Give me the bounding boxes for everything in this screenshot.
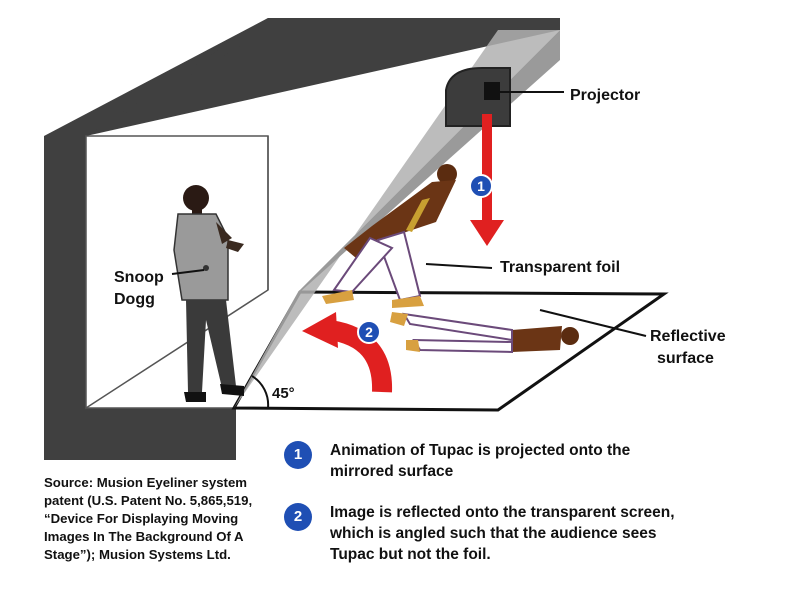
label-snoop-line1: Snoop (114, 269, 164, 286)
legend-2-text: Image is reflected onto the transparent … (330, 504, 675, 563)
legend-1-badge: 1 (284, 441, 312, 469)
legend-1-text: Animation of Tupac is projected onto the… (330, 442, 631, 480)
tupac-reflection-figure (390, 312, 579, 354)
reflection-arrow-head (302, 312, 338, 348)
step1-marker: 1 (469, 174, 493, 198)
step1-marker-label: 1 (477, 178, 485, 194)
label-reflective-line1: Reflective (650, 328, 726, 345)
stage-base-front (86, 408, 234, 460)
stage-top (44, 18, 560, 136)
stage-left-wall (44, 136, 86, 460)
label-snoop-line2: Dogg (114, 291, 155, 308)
tupac-hologram-figure (322, 164, 457, 308)
label-angle: 45° (272, 385, 295, 402)
leader-foil (425, 263, 493, 269)
stage-right-wall (86, 18, 560, 136)
angle-arc (251, 375, 270, 409)
leader-reflective (539, 309, 647, 337)
stage-base-side (234, 408, 236, 460)
label-reflective-line2: surface (657, 350, 714, 367)
label-projector: Projector (570, 87, 640, 104)
label-transparent-foil: Transparent foil (500, 259, 620, 276)
step2-marker: 2 (357, 320, 381, 344)
snoop-dogg-figure (173, 185, 244, 402)
reflection-arrow (328, 320, 393, 393)
leader-snoop (171, 269, 205, 275)
projector (445, 67, 511, 127)
source-citation: Source: Musion Eyeliner system patent (U… (44, 475, 253, 562)
legend-2-badge: 2 (284, 503, 312, 531)
step2-marker-label: 2 (365, 324, 373, 340)
